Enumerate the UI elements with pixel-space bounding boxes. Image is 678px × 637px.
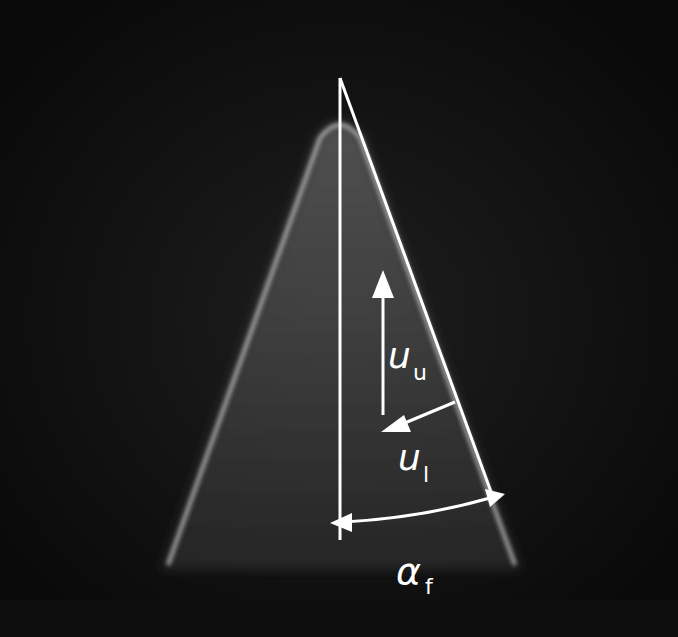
axis-line	[339, 78, 342, 540]
velocity-arrow-shaft	[382, 296, 385, 415]
symbol-label: α	[396, 552, 421, 590]
subscript-label: l	[423, 464, 429, 486]
symbol-label: u	[388, 338, 411, 374]
arrow-head	[372, 270, 394, 298]
velocity-arrow-shaft	[400, 402, 455, 425]
flame-tangent-line	[340, 78, 494, 500]
arrow-head	[381, 415, 411, 432]
subscript-label: f	[425, 576, 433, 598]
symbol-label: u	[398, 440, 421, 476]
burner-rim	[0, 600, 678, 637]
angle-arc	[344, 498, 490, 522]
arrow-head	[330, 513, 352, 532]
subscript-label: u	[413, 362, 427, 384]
arrow-head	[485, 489, 505, 507]
